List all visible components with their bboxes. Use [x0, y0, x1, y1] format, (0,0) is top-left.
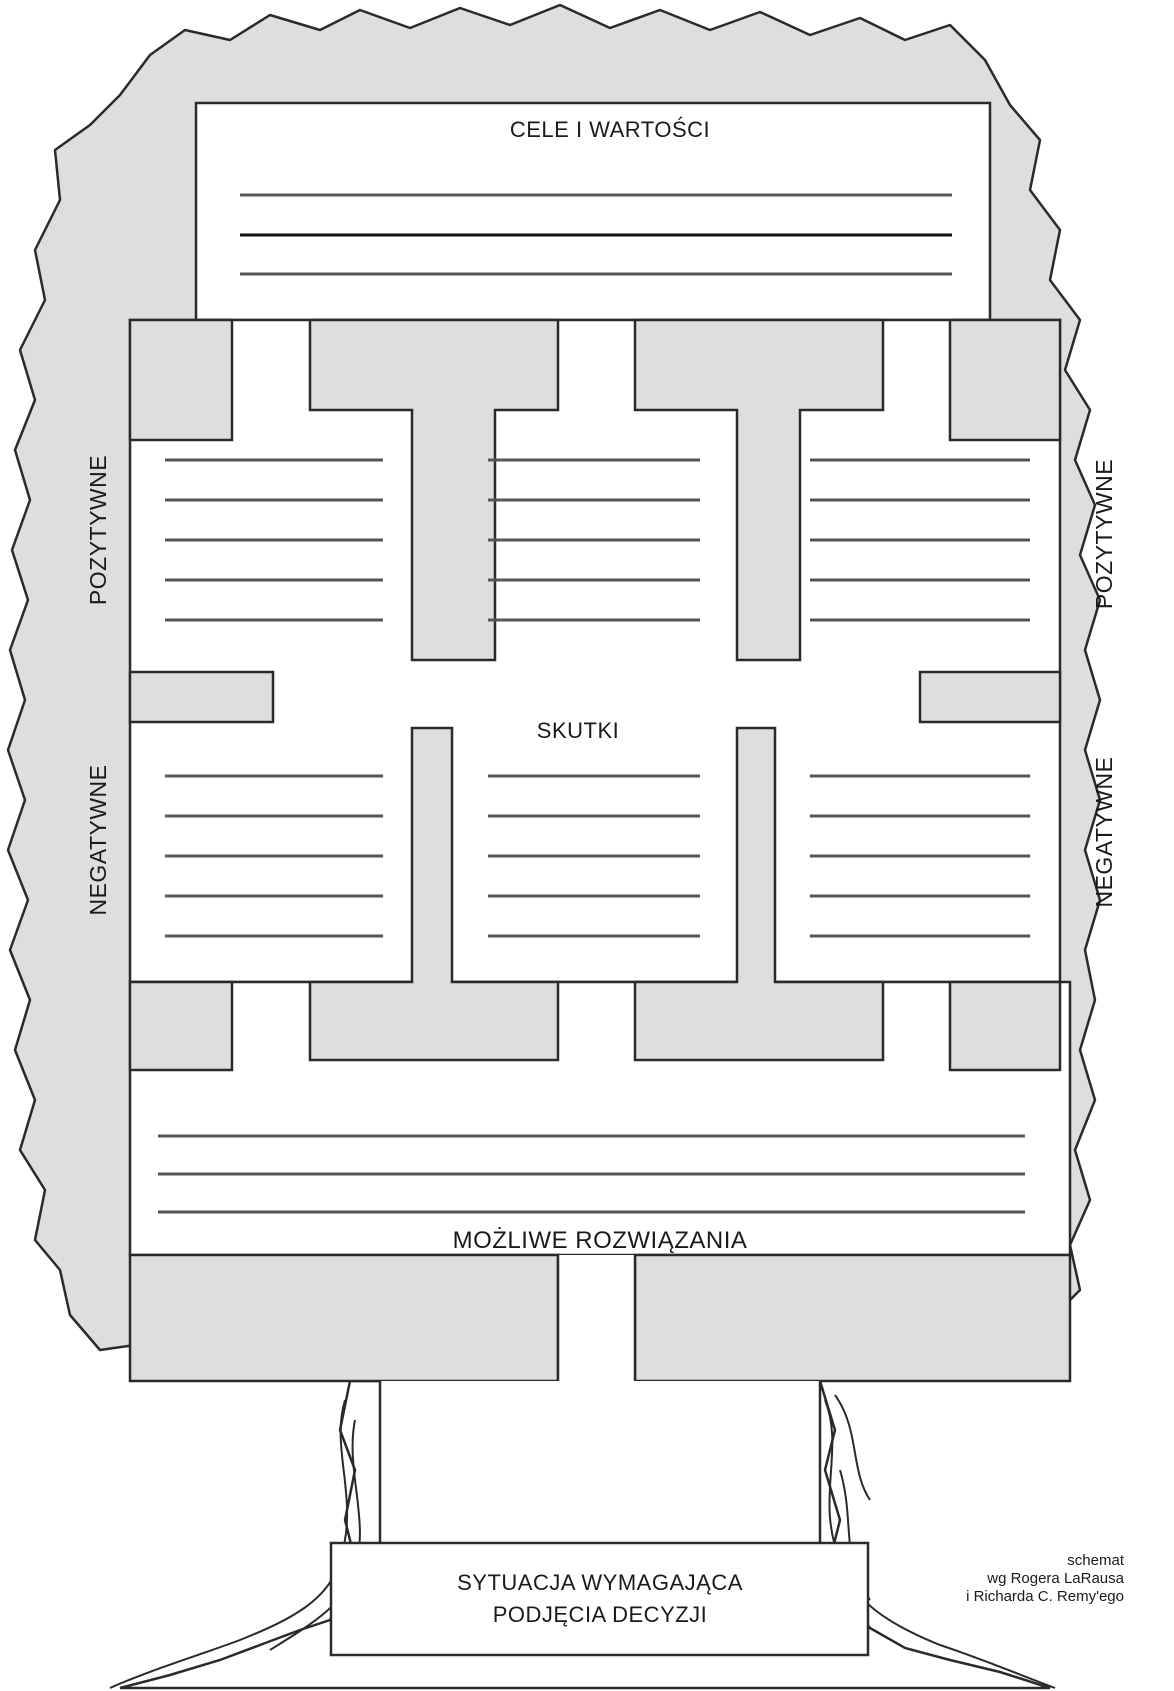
possible-solutions-label: MOŻLIWE ROZWIĄZANIA: [453, 1227, 748, 1254]
left-positive-label: POZYTYWNE: [85, 455, 111, 605]
left-negative-label: NEGATYWNE: [85, 764, 111, 915]
notch-right: [920, 672, 1060, 722]
wall-right-lower: [950, 982, 1060, 1070]
block-bottom-right: [635, 1255, 1070, 1381]
wall-left-lower: [130, 982, 232, 1070]
notch-left: [130, 672, 273, 722]
decision-situation-label-line2: PODJĘCIA DECYZJI: [493, 1602, 708, 1627]
right-negative-label: NEGATYWNE: [1091, 756, 1117, 907]
consequences-label: SKUTKI: [537, 718, 619, 743]
wall-left-upper: [130, 320, 232, 440]
credit-line-3: i Richarda C. Remy'ego: [966, 1588, 1124, 1605]
right-positive-label: POZYTYWNE: [1091, 459, 1117, 609]
stem-connector: [558, 1255, 635, 1381]
consequences-area: [130, 320, 1060, 982]
credit-line-1: schemat: [1067, 1552, 1125, 1569]
credit-line-2: wg Rogera LaRausa: [986, 1570, 1124, 1587]
decision-situation-box: [331, 1543, 868, 1655]
solutions-box: [130, 982, 1070, 1255]
block-bottom-left: [130, 1255, 558, 1381]
goals-values-label: CELE I WARTOŚCI: [510, 117, 710, 142]
wall-right-upper: [950, 320, 1060, 440]
decision-situation-label-line1: SYTUACJA WYMAGAJĄCA: [457, 1570, 743, 1595]
